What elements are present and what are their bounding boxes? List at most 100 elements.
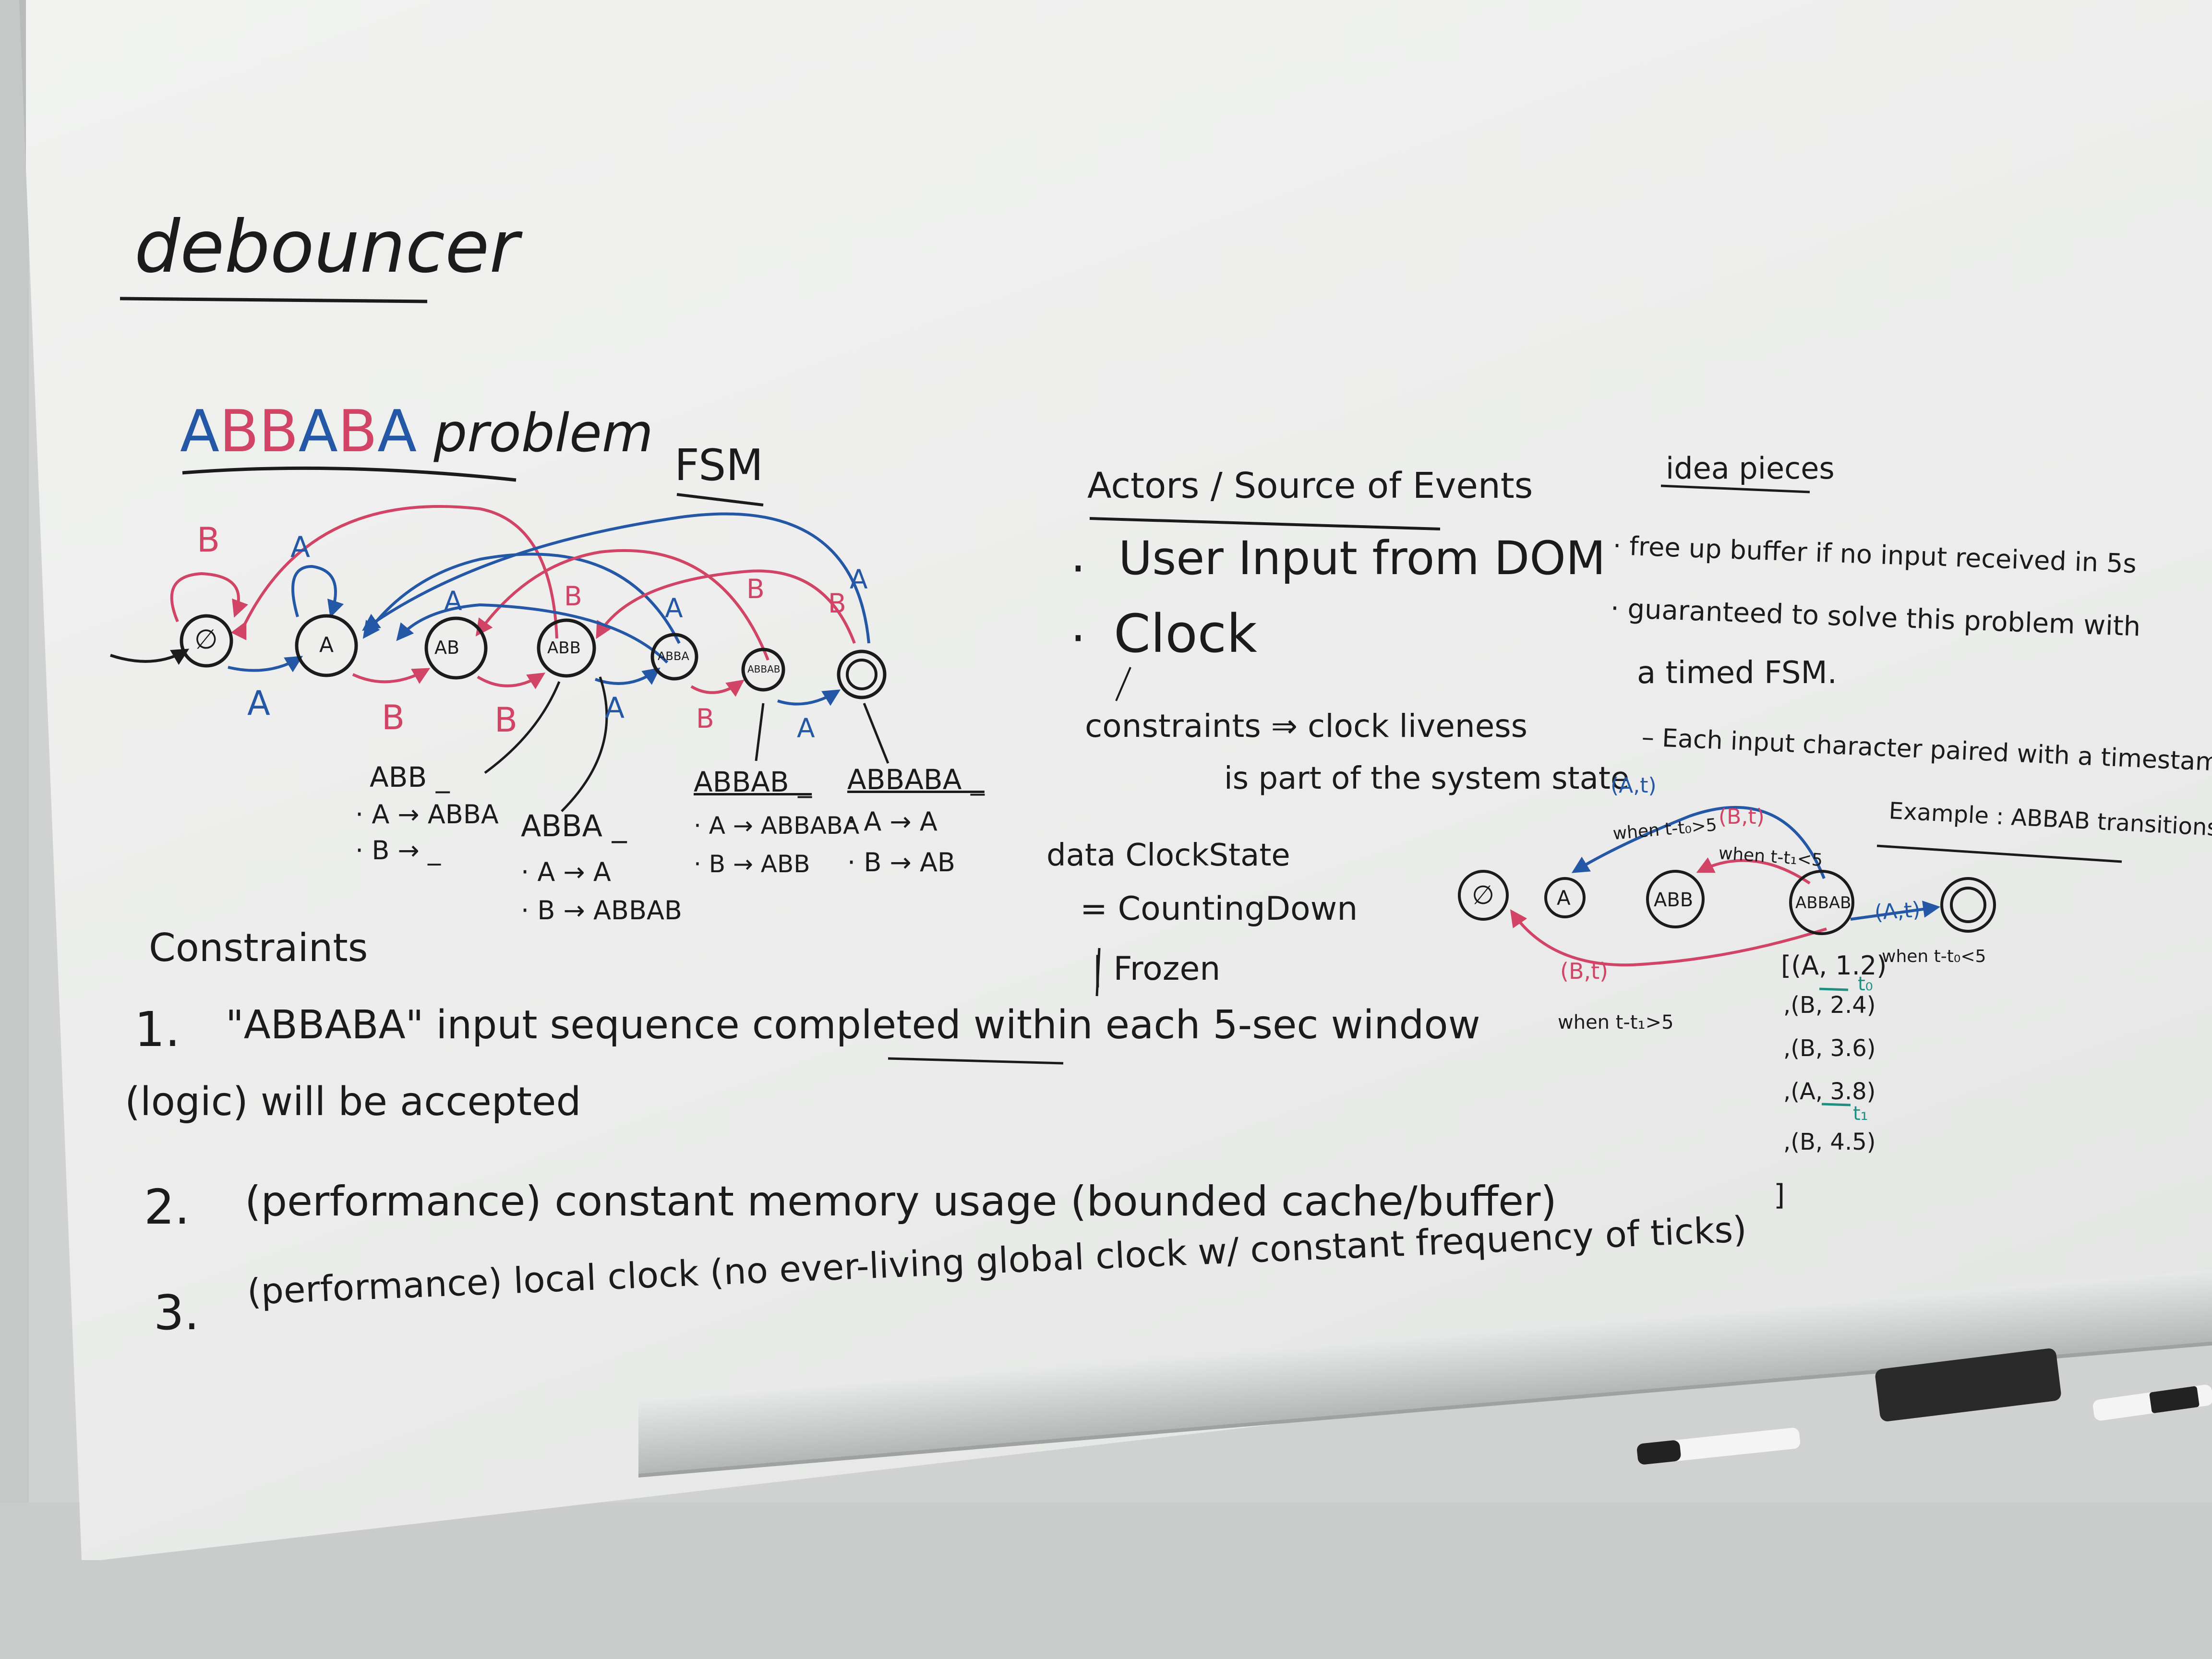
actors-underline	[1089, 517, 1441, 530]
fsm-edge-forward	[690, 679, 745, 697]
fsm-state	[837, 649, 887, 699]
problem-underline	[182, 466, 517, 482]
timed-state-label: ABBAB	[1795, 893, 1851, 913]
fsm-back-arc	[362, 553, 681, 644]
timestamp-entry: ]	[1774, 1178, 1785, 1212]
edge-label: A	[605, 691, 625, 725]
back-arc-label: B	[564, 581, 582, 612]
clock-tick	[1115, 667, 1131, 701]
back-arc-label: A	[665, 593, 683, 624]
timestamp-mark: t₀	[1858, 973, 1873, 995]
timed-state-label: A	[1557, 886, 1571, 910]
back-arc-label: A	[850, 564, 868, 595]
t1-underline	[1821, 1103, 1851, 1106]
edge-label: B	[494, 700, 518, 740]
timed-label: (B,t)	[1719, 805, 1765, 829]
self-loop-label: A	[290, 530, 311, 564]
fsm-back-arc	[596, 569, 856, 644]
constraint-number: 2.	[144, 1179, 190, 1235]
timed-cond: when t-t₁>5	[1558, 1011, 1674, 1034]
note-leader	[484, 681, 561, 774]
ideas-heading: idea pieces	[1666, 451, 1835, 486]
back-arc-label: A	[444, 586, 462, 616]
fsm-edge-forward	[594, 667, 661, 685]
edge-label: A	[797, 713, 815, 744]
constraint-text: (performance) constant memory usage (bou…	[245, 1178, 1557, 1226]
timed-label: (B,t)	[1560, 958, 1609, 984]
clock-state-alt: | Frozen	[1092, 950, 1221, 988]
note-line: · B → ABB	[694, 850, 810, 878]
note-leader	[755, 703, 765, 761]
edge-label: A	[247, 684, 270, 723]
letter: A	[377, 398, 417, 465]
letter: B	[259, 398, 299, 465]
fsm-self-loop-b	[170, 572, 248, 623]
note-line: · A → ABBA	[355, 799, 499, 830]
frozen-bar	[1095, 948, 1101, 997]
letter: A	[180, 398, 220, 465]
timestamp-entry: ,(B, 2.4)	[1783, 992, 1876, 1019]
fsm-state-label: AB	[434, 637, 460, 658]
timestamp-entry: ,(B, 4.5)	[1783, 1129, 1876, 1155]
timestamp-entry: ,(A, 3.8)	[1783, 1078, 1876, 1105]
constraint-text: "ABBABA" input sequence completed within…	[226, 1002, 1480, 1048]
fsm-state-label: ∅	[194, 624, 218, 655]
edge-label: B	[382, 698, 405, 737]
timed-arc-red-bottom	[1510, 909, 1827, 967]
letter: B	[337, 398, 378, 465]
timed-cond: when t-t₀<5	[1882, 947, 1986, 966]
fsm-state	[537, 618, 596, 678]
note-line: · B → _	[355, 835, 441, 866]
actor-constraint-cont: is part of the system state	[1224, 761, 1630, 796]
timed-arc-blue	[1571, 805, 1826, 879]
timed-label: (A,t)	[1611, 773, 1657, 798]
clock-state-type: data ClockState	[1046, 838, 1290, 873]
fsm-heading: FSM	[674, 440, 763, 491]
fsm-underline	[676, 493, 764, 506]
clock-state-alt: = CountingDown	[1080, 890, 1358, 928]
fsm-edge-forward	[352, 668, 431, 684]
note-line: · A → ABBABA	[694, 812, 860, 840]
note-label: ABBAB _	[694, 766, 812, 798]
fsm-back-arc	[362, 512, 870, 644]
bullet: ·	[1070, 610, 1086, 666]
problem-title: ABBABA problem	[180, 403, 653, 461]
timestamp-entry: [(A, 1.2)	[1781, 950, 1887, 981]
note-line: · A → A	[521, 857, 611, 887]
letter: B	[219, 398, 259, 465]
fsm-state-label: ABB	[547, 638, 581, 658]
timed-state	[1544, 877, 1586, 918]
timed-state	[1458, 870, 1509, 921]
fsm-start-arrow	[110, 649, 190, 665]
note-leader	[561, 676, 608, 812]
fsm-state-label: A	[319, 633, 334, 657]
note-leader	[863, 703, 890, 764]
bullet: ·	[1070, 541, 1086, 597]
note-line: · B → ABBAB	[521, 895, 682, 926]
board-title: debouncer	[134, 205, 519, 289]
back-arc-label: B	[828, 588, 846, 619]
self-loop-label: B	[197, 520, 220, 560]
fsm-state	[180, 614, 233, 668]
wall	[0, 0, 29, 1659]
timed-state	[1789, 870, 1854, 935]
timestamp-entry: ,(B, 3.6)	[1783, 1035, 1876, 1062]
title-underline	[120, 297, 428, 303]
fsm-state-label: ABBA	[658, 649, 689, 663]
timed-state	[1940, 877, 1996, 933]
timed-arc-red	[1696, 857, 1811, 885]
problem-word: problem	[433, 402, 653, 464]
edge-label: B	[696, 703, 714, 734]
t0-underline	[1819, 987, 1849, 991]
marker-cap	[1636, 1440, 1682, 1466]
constraint-number: 1.	[134, 1001, 180, 1058]
note-label: ABB _	[370, 761, 450, 793]
note-label: ABBABA _	[847, 763, 985, 796]
timed-label: (A,t)	[1874, 897, 1922, 925]
example-underline	[1876, 844, 2122, 863]
constraints-heading: Constraints	[149, 926, 368, 970]
timed-state	[1646, 870, 1705, 928]
fsm-back-arc	[396, 603, 669, 664]
actor-item: Clock	[1114, 603, 1257, 664]
